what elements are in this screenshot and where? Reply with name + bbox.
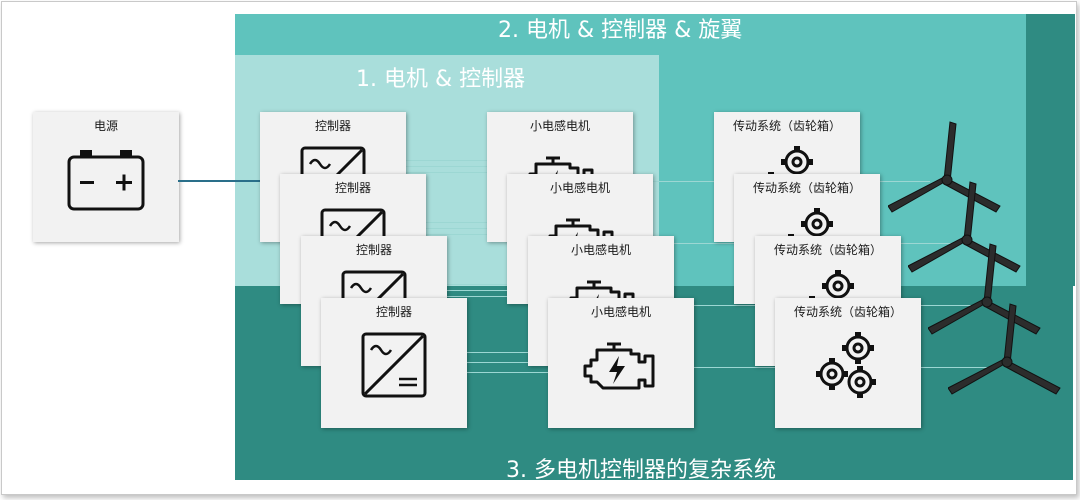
connector-line [446,296,531,297]
motor-card: 小电感电机 [548,298,694,428]
power-bus-line [178,180,266,182]
connector-line [654,243,736,244]
connector-line [921,367,991,368]
inverter-icon [361,332,427,398]
controller-label: 控制器 [314,119,351,133]
power-supply-label: 电源 [93,119,118,133]
connector-line [633,181,715,182]
gearbox-label: 传动系统（齿轮箱） [773,243,882,257]
region-title-bottom: 3. 多电机控制器的复杂系统 [506,458,776,483]
battery-icon [67,150,145,211]
connector-line [466,372,551,373]
controller-card: 控制器 [321,298,467,428]
connector-line [425,222,510,223]
propeller-icon [888,121,1001,213]
region-title-outer: 2. 电机 & 控制器 & 旋翼 [498,18,743,43]
motor-label: 小电感电机 [590,305,651,319]
controller-label: 控制器 [375,305,412,319]
gearbox-label: 传动系统（齿轮箱） [752,181,861,195]
motor-label: 小电感电机 [549,181,610,195]
gears-icon [816,332,876,398]
region-right-band [1026,14,1075,286]
motor-label: 小电感电机 [529,119,590,133]
connector-line [446,284,531,285]
controller-label: 控制器 [334,181,371,195]
propeller-icon [948,303,1061,395]
connector-line [901,305,971,306]
gearbox-card: 传动系统（齿轮箱） [775,298,921,428]
connector-line [446,290,531,291]
motor-label: 小电感电机 [570,243,631,257]
connector-line [425,234,510,235]
connector-line [405,172,490,173]
motor-icon [583,342,655,390]
connector-line [674,305,756,306]
connector-line [694,367,776,368]
connector-line [405,166,490,167]
connector-line [466,352,551,353]
connector-line [405,160,490,161]
connector-line [881,243,951,244]
controller-label: 控制器 [355,243,392,257]
connector-line [466,362,551,363]
gearbox-label: 传动系统（齿轮箱） [732,119,841,133]
connector-line [860,181,930,182]
power-supply-card: 电源 [33,112,179,242]
region-title-inner: 1. 电机 & 控制器 [356,67,526,92]
gearbox-label: 传动系统（齿轮箱） [793,305,902,319]
connector-line [425,228,510,229]
